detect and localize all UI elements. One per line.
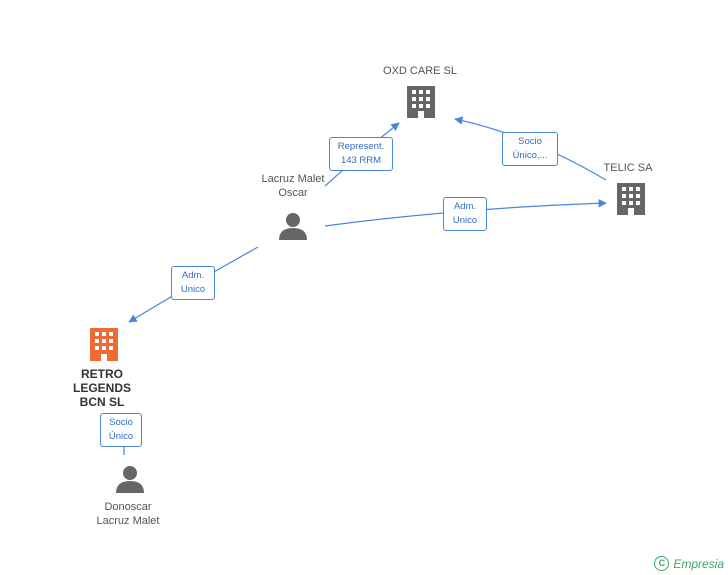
node-label-line: RETRO xyxy=(81,367,123,381)
edge-label-adm-unico-telic[interactable]: Adm. Unico xyxy=(443,197,487,231)
building-icon[interactable] xyxy=(617,183,645,215)
node-label-lacruz-malet-oscar[interactable]: Lacruz Malet Oscar xyxy=(243,172,343,200)
node-label-oxd-care[interactable]: OXD CARE SL xyxy=(383,65,457,77)
edge-label-line: Represent. xyxy=(337,141,385,152)
footer-brand: C Empresia xyxy=(654,556,724,571)
node-label-line: Lacruz Malet xyxy=(96,515,160,527)
node-label-line: BCN SL xyxy=(79,395,125,409)
building-icon[interactable] xyxy=(407,86,435,118)
node-label-line: Oscar xyxy=(278,187,308,199)
edge-label-line: Socio xyxy=(109,417,133,428)
building-icon[interactable] xyxy=(90,328,118,361)
edge-label-line: Unico xyxy=(452,215,478,226)
copyright-icon: C xyxy=(654,556,670,571)
node-label-donoscar[interactable]: Donoscar Lacruz Malet xyxy=(78,500,178,528)
node-label-telic[interactable]: TELIC SA xyxy=(603,162,653,174)
person-icon[interactable] xyxy=(279,213,307,240)
edge-label-line: Adm. xyxy=(453,201,477,212)
edge-label-line: 143 RRM xyxy=(340,155,382,166)
edge-label-socio-unico-telic[interactable]: Socio Único,... xyxy=(502,132,558,166)
node-label-retro-legends[interactable]: RETRO LEGENDS BCN SL xyxy=(60,367,144,409)
edge-label-adm-unico-retro[interactable]: Adm. Unico xyxy=(171,266,215,300)
edge-label-line: Unico xyxy=(180,284,206,295)
edge-label-line: Único,... xyxy=(512,150,548,161)
person-icon[interactable] xyxy=(116,466,144,493)
edge-label-represent[interactable]: Represent. 143 RRM xyxy=(329,137,393,171)
node-label-line: Lacruz Malet xyxy=(261,173,325,185)
node-label-line: Donoscar xyxy=(104,501,152,513)
node-label-line: LEGENDS xyxy=(72,381,131,395)
edge-label-line: Adm. xyxy=(181,270,205,281)
brand-logo: Empresia xyxy=(673,556,724,571)
edge-label-line: Socio xyxy=(518,136,542,147)
edge-label-line: Único xyxy=(108,431,134,442)
edge-label-socio-unico-retro[interactable]: Socio Único xyxy=(100,413,142,447)
